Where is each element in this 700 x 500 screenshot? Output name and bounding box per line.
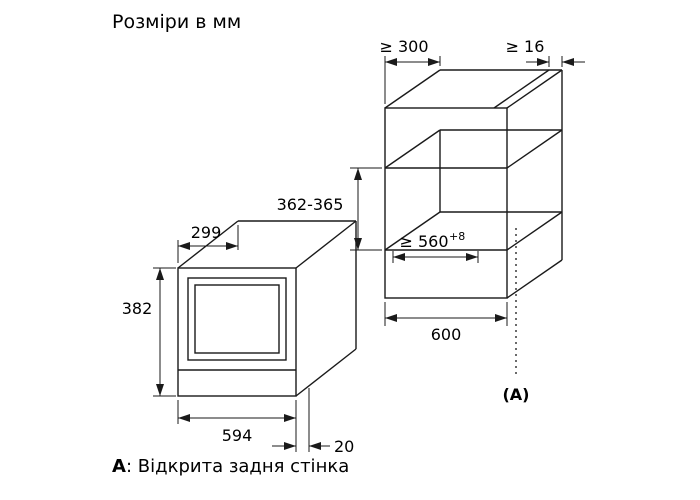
cabinet-front-face [384,107,508,299]
dim-microwave-depth: 299 [191,223,222,242]
dim-niche-top-depth: ≥ 300 [379,37,428,56]
cabinet-dimensions [350,56,585,378]
dim-microwave-width: 594 [222,426,253,445]
cabinet-drawing [384,69,563,299]
dim-microwave-overhang: 20 [334,437,354,456]
page-title: Розміри в мм [112,11,241,33]
dim-niche-height: 362-365 [277,195,344,214]
dim-niche-width: ≥ 560 [399,232,448,251]
caption-label: A [112,456,126,477]
microwave-door-outer [187,277,287,361]
dim-cabinet-width: 600 [431,325,462,344]
microwave-door-glass [194,284,280,354]
rear-wall-label: (A) [502,385,529,404]
side-panel-inner-edge [493,69,550,109]
microwave-dimensions [153,225,330,452]
dim-niche-width-tolerance: +8 [449,230,465,243]
microwave-drawing [177,220,357,397]
microwave-front-face [177,267,297,397]
dim-side-panel-gap: ≥ 16 [506,37,545,56]
dim-microwave-height: 382 [122,299,153,318]
caption-text: : Відкрита задня стінка [126,456,349,477]
